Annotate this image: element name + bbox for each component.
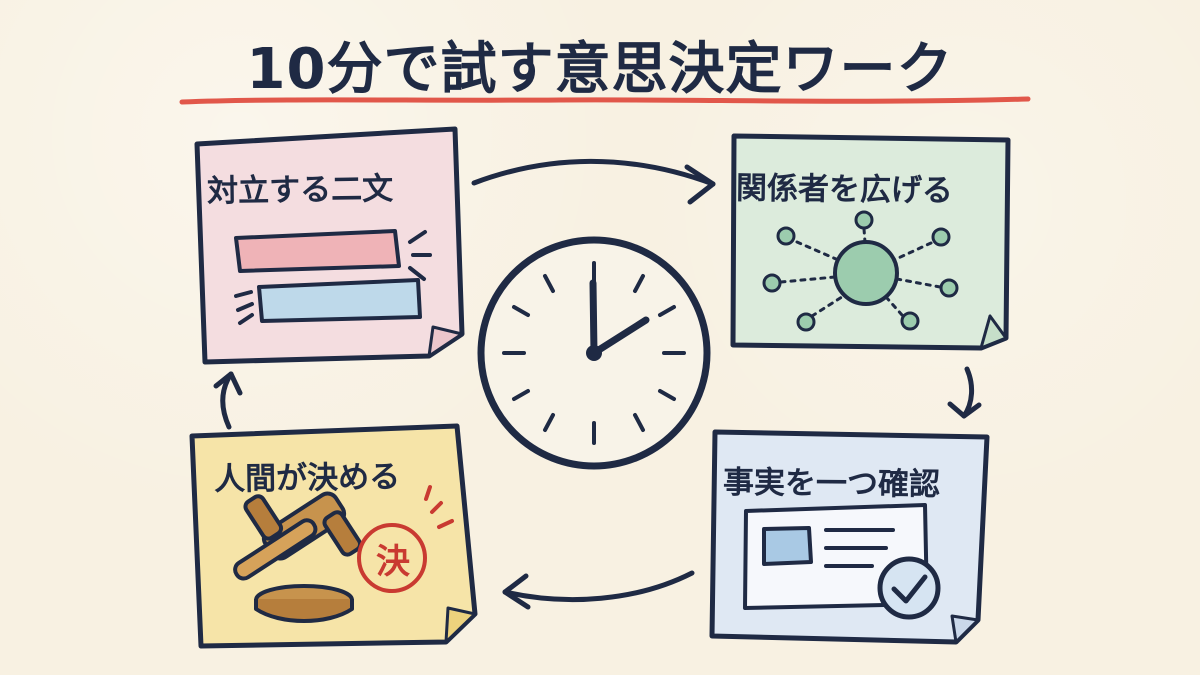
arrow-left-up [213, 371, 243, 430]
document-check-icon [743, 503, 941, 620]
gavel-icon [233, 491, 363, 623]
stakeholders-label: 関係者を広げる [735, 170, 954, 210]
clock-icon [477, 236, 711, 470]
card-human-decides [189, 423, 478, 649]
card-opposing-statements [194, 126, 465, 365]
arrow-right-down [947, 366, 982, 419]
workflow-arrows [213, 158, 982, 610]
decision-stamp [357, 485, 454, 593]
network-icon [762, 210, 959, 332]
human-decides-label: 人間が決める [213, 459, 401, 498]
arrow-bottom-left [502, 570, 695, 610]
title-underline [179, 96, 1031, 105]
card-check-one-fact [709, 429, 990, 645]
arrow-top-right [471, 158, 716, 205]
opposing-statements-icon [234, 229, 432, 325]
page-title: 10分で試す意思決定ワーク [246, 36, 954, 102]
card-expand-stakeholders [730, 133, 1011, 351]
decision-stamp-text: 決 [376, 541, 410, 582]
opposing-statements-label: 対立する二文 [206, 171, 394, 210]
fact-check-label: 事実を一つ確認 [722, 464, 941, 503]
